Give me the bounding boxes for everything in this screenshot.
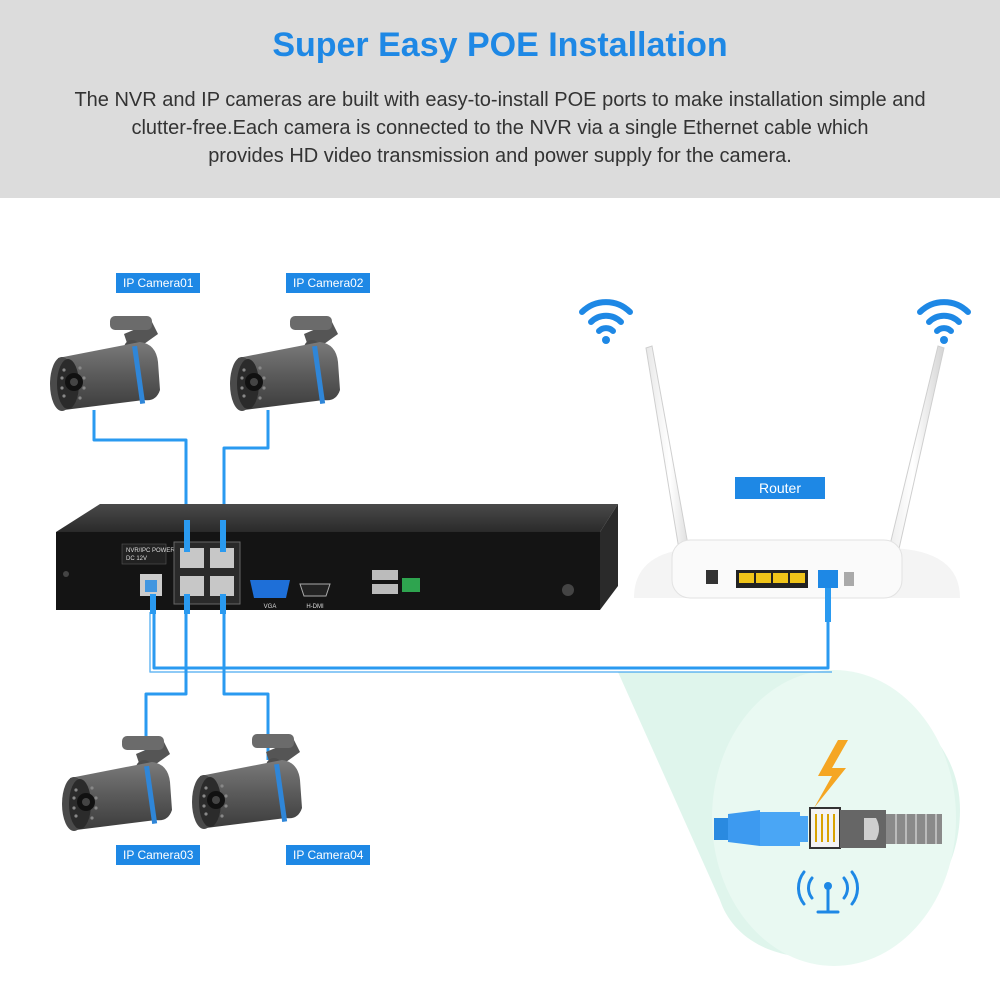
- ethernet-cables: [92, 410, 832, 760]
- svg-text:NVR/IPC POWER: NVR/IPC POWER: [126, 548, 175, 554]
- page-title: Super Easy POE Installation: [272, 26, 728, 64]
- header-banner: Super Easy POE Installation The NVR and …: [0, 0, 1000, 198]
- cable-camera03: [144, 612, 188, 760]
- label-ip-camera01: IP Camera01: [116, 273, 201, 293]
- label-ip-camera03: IP Camera03: [116, 845, 201, 865]
- description-line: The NVR and IP cameras are built with ea…: [74, 89, 926, 111]
- cable-router: [152, 612, 830, 670]
- camera-03: [62, 736, 172, 831]
- camera-01: [50, 316, 160, 411]
- wifi-icon: [920, 302, 968, 344]
- label-ip-camera04: IP Camera04: [286, 845, 371, 865]
- camera-02: [230, 316, 340, 411]
- hdmi-port: [299, 583, 331, 597]
- wifi-icon: [582, 302, 630, 344]
- cable-camera02: [222, 410, 270, 520]
- antenna-tower-icon: [797, 870, 859, 914]
- cable-camera01: [92, 410, 188, 520]
- vga-label: VGA: [264, 604, 277, 610]
- hdmi-label: H-DMI: [306, 604, 324, 610]
- nvr-recorder: NVR/IPC POWER DC 12V VGA H-DMI: [56, 504, 618, 614]
- label-ip-camera02: IP Camera02: [286, 273, 371, 293]
- cable-camera04: [222, 612, 270, 760]
- camera-04: [192, 734, 302, 829]
- vga-port: [250, 580, 290, 598]
- router: [634, 345, 960, 622]
- description-line: provides HD video transmission and power…: [208, 145, 792, 167]
- description-line: clutter-free.Each camera is connected to…: [131, 117, 869, 139]
- svg-text:DC 12V: DC 12V: [126, 556, 147, 562]
- label-router: Router: [735, 477, 825, 499]
- page-description: The NVR and IP cameras are built with ea…: [40, 86, 960, 170]
- lightning-bolt-icon: [814, 740, 848, 808]
- rj45-plug-icon: [714, 807, 942, 849]
